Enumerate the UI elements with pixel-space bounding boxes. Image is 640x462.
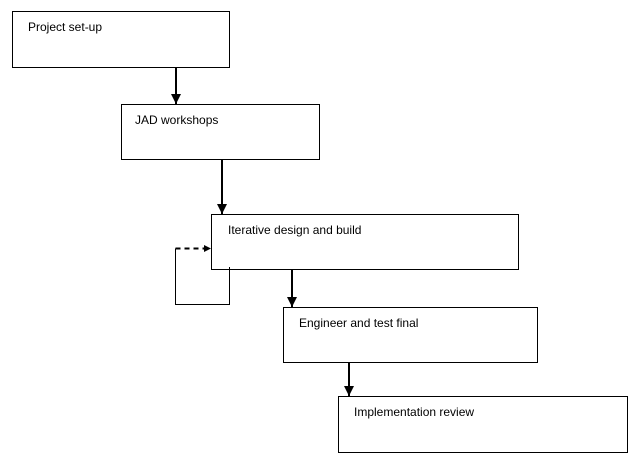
iteration-loop-solid-path (175, 248, 230, 305)
step-jad-workshops: JAD workshops (121, 104, 320, 160)
step-iterative-design-build-box (211, 214, 519, 270)
step-project-setup-label: Project set-up (28, 20, 102, 34)
step-implementation-review-box (338, 396, 628, 453)
step-implementation-review: Implementation review (338, 396, 628, 453)
step-implementation-review-label: Implementation review (354, 405, 474, 419)
step-iterative-design-build-label: Iterative design and build (228, 223, 361, 237)
step-jad-workshops-label: JAD workshops (135, 113, 218, 127)
step-project-setup: Project set-up (12, 11, 230, 68)
step-engineer-test-final: Engineer and test final (283, 307, 538, 363)
step-engineer-test-final-label: Engineer and test final (299, 316, 418, 330)
step-engineer-test-final-box (283, 307, 538, 363)
step-iterative-design-build: Iterative design and build (211, 214, 519, 270)
iteration-loop (175, 245, 230, 305)
step-project-setup-box (12, 11, 230, 68)
step-jad-workshops-box (121, 104, 320, 160)
